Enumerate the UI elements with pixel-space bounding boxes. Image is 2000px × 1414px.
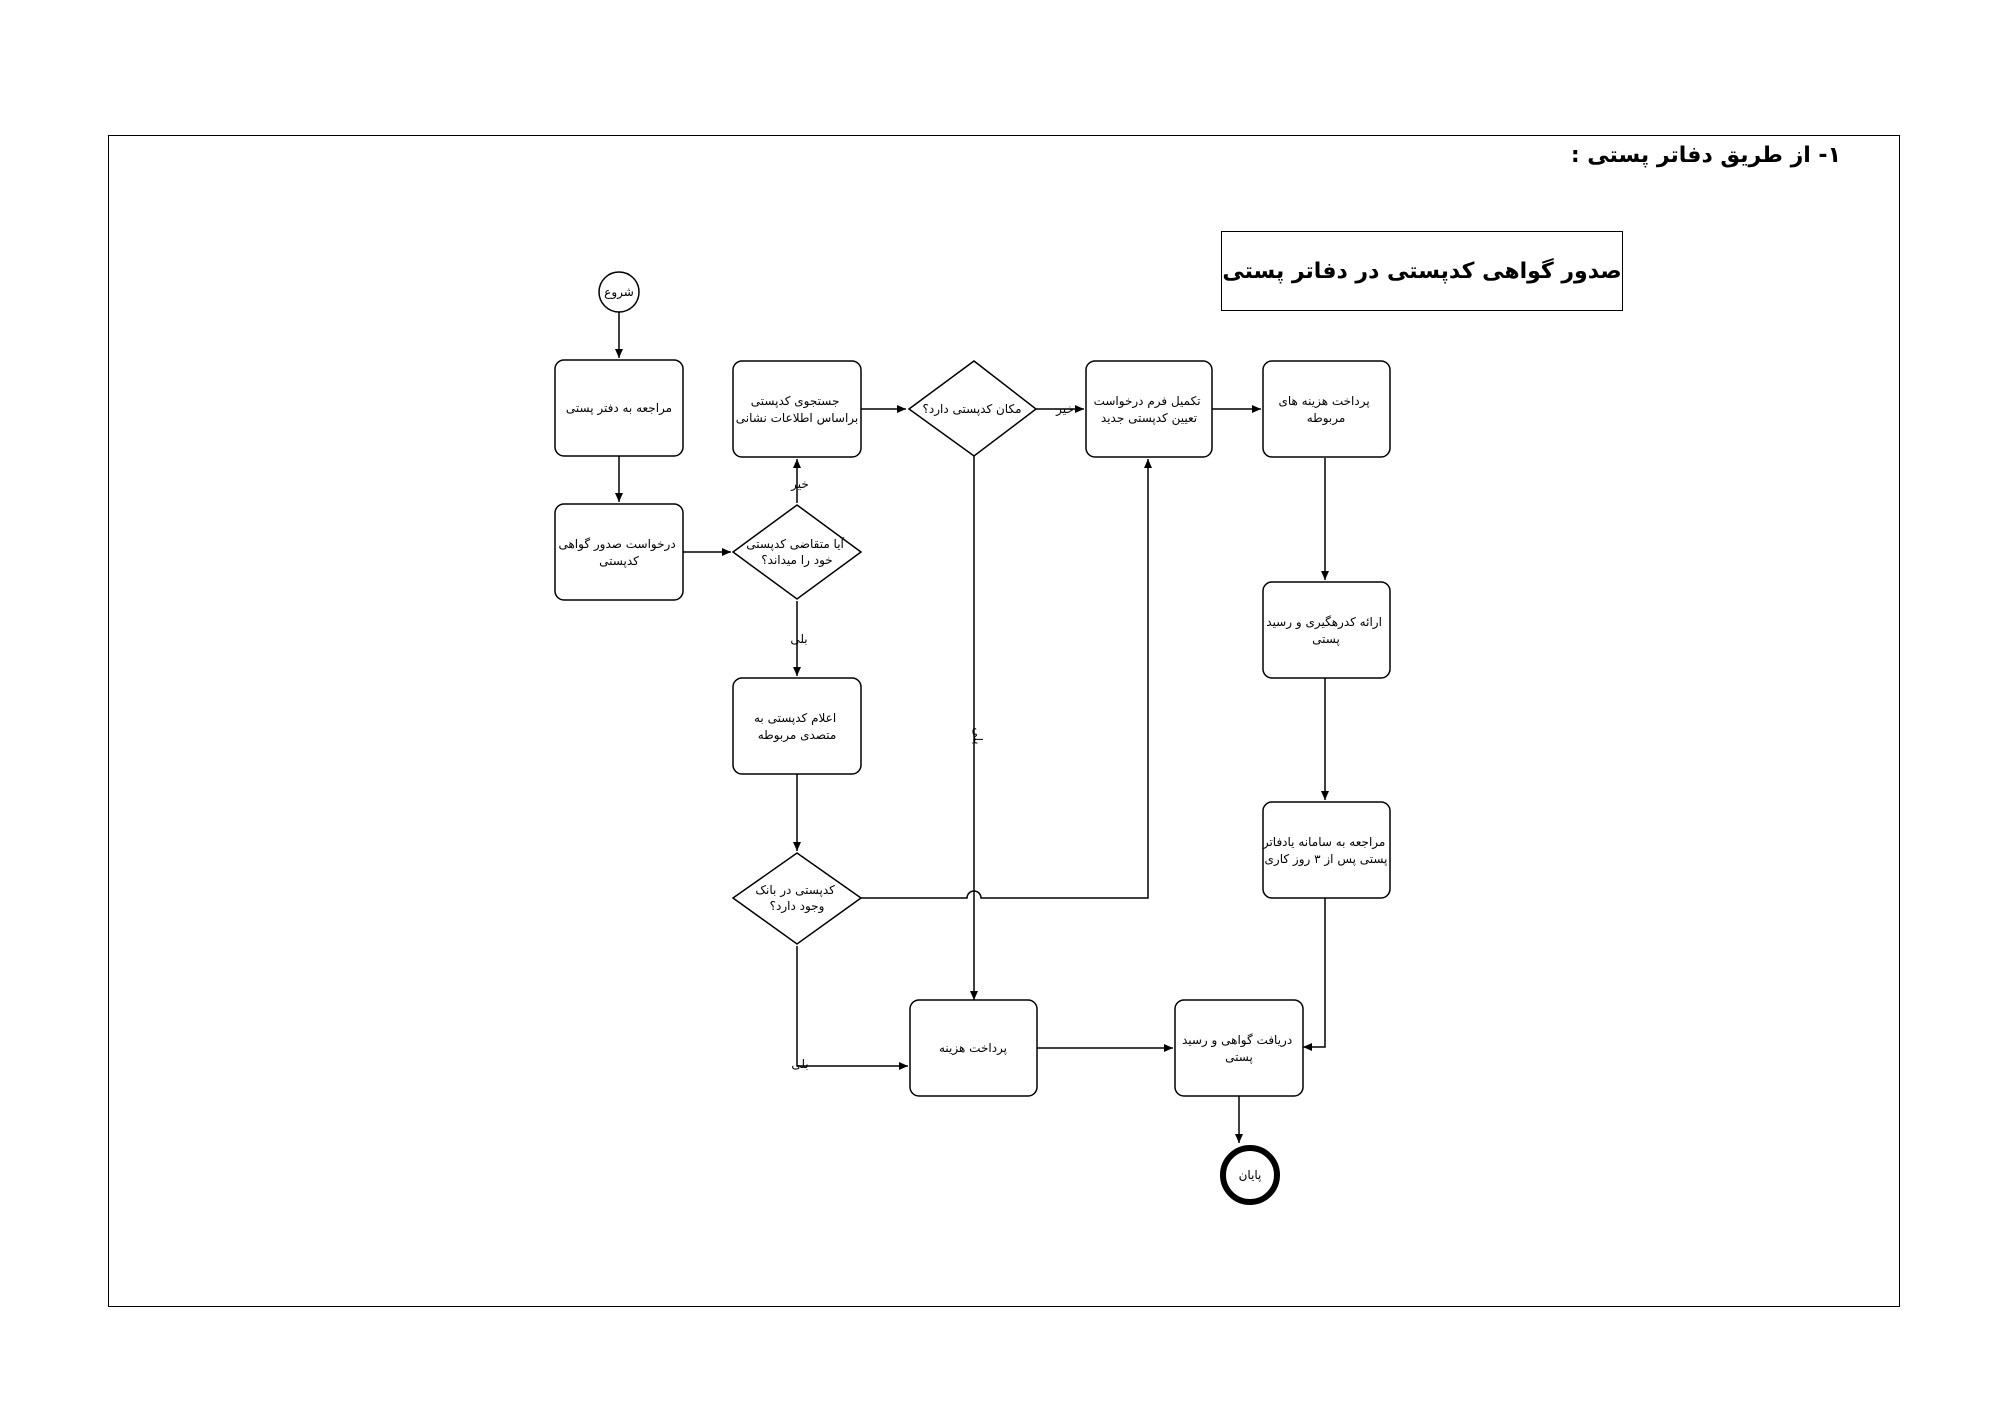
edge-bank-form	[861, 459, 1152, 899]
svg-text:اعلام کدپستی به متصدی مر: اعلام کدپستی به متصدی مربوطه	[754, 711, 840, 743]
svg-text:درخواست صدور گواهی کدپست: درخواست صدور گواهی کدپستی	[558, 537, 679, 568]
svg-text:شروع: شروع	[604, 285, 634, 300]
node-visit-office: مراجعه به دفتر پستی	[554, 359, 684, 457]
node-request-cert: درخواست صدور گواهی کدپستی	[554, 503, 684, 601]
svg-text:پرداخت هزینه: پرداخت هزینه	[939, 1041, 1007, 1056]
svg-text:تکمیل فرم درخواست تعیین: تکمیل فرم درخواست تعیین کدپستی جدید	[1094, 394, 1205, 426]
svg-text:ارائه کدرهگیری و رسید پس: ارائه کدرهگیری و رسید پستی	[1266, 615, 1385, 646]
svg-text:مراجعه به دفتر پستی: مراجعه به دفتر پستی	[566, 401, 672, 416]
node-refer-system: مراجعه به سامانه یادفاتر پستی پس از ۳ رو…	[1262, 801, 1391, 899]
edge-label-yes-announce: بلی	[790, 632, 807, 646]
node-code-in-bank: کدپستی در بانک وجود دارد؟	[731, 852, 863, 945]
svg-text:آیا متقاضی کدپستی خود را: آیا متقاضی کدپستی خود را میداند؟	[746, 536, 847, 568]
edges	[615, 312, 1329, 1143]
node-fill-form: تکمیل فرم درخواست تعیین کدپستی جدید	[1085, 360, 1213, 458]
node-tracking: ارائه کدرهگیری و رسید پستی	[1262, 581, 1391, 679]
svg-text:مکان کدپستی دارد؟: مکان کدپستی دارد؟	[922, 402, 1021, 417]
node-pay-cost: پرداخت هزینه	[909, 999, 1038, 1097]
svg-text:کدپستی در بانک وجود دارد: کدپستی در بانک وجود دارد؟	[755, 883, 838, 914]
svg-text:جستجوی کدپستی براساس اطل: جستجوی کدپستی براساس اطلاعات نشانی	[736, 394, 858, 426]
svg-text:پرداخت هزینه های مربوطه: پرداخت هزینه های مربوطه	[1278, 394, 1373, 426]
edge-label-yes-pay-location: بلی	[971, 727, 985, 744]
section-heading: ۱- از طریق دفاتر پستی :	[1570, 143, 1841, 168]
edge-label-no-form: خیر	[1055, 402, 1074, 417]
diagram-title: صدور گواهی کدپستی در دفاتر پستی	[1221, 231, 1623, 311]
node-start: شروع	[598, 271, 640, 313]
node-search-code: جستجوی کدپستی براساس اطلاعات نشانی	[732, 360, 862, 458]
node-has-location: مکان کدپستی دارد؟	[907, 360, 1038, 457]
node-receive-cert: دریافت گواهی و رسید پستی	[1174, 999, 1304, 1097]
svg-text:دریافت گواهی و رسید پستی: دریافت گواهی و رسید پستی	[1182, 1033, 1296, 1064]
edge-bank-pay	[796, 946, 908, 1070]
svg-text:پایان: پایان	[1239, 1168, 1262, 1182]
node-end: پایان	[1220, 1145, 1280, 1205]
page-frame	[108, 135, 1900, 1307]
edge-refer-receive	[1303, 898, 1326, 1051]
node-pay-fees: پرداخت هزینه های مربوطه	[1262, 360, 1391, 458]
svg-text:مراجعه به سامانه یادفاتر: مراجعه به سامانه یادفاتر پستی پس از ۳ رو…	[1262, 835, 1389, 867]
node-knows-code: آیا متقاضی کدپستی خود را میداند؟	[731, 504, 863, 600]
edge-label-yes-pay-bank: بلی	[791, 1057, 808, 1071]
node-announce-code: اعلام کدپستی به متصدی مربوطه	[732, 677, 862, 775]
edge-label-no-search: خیر	[790, 477, 809, 492]
